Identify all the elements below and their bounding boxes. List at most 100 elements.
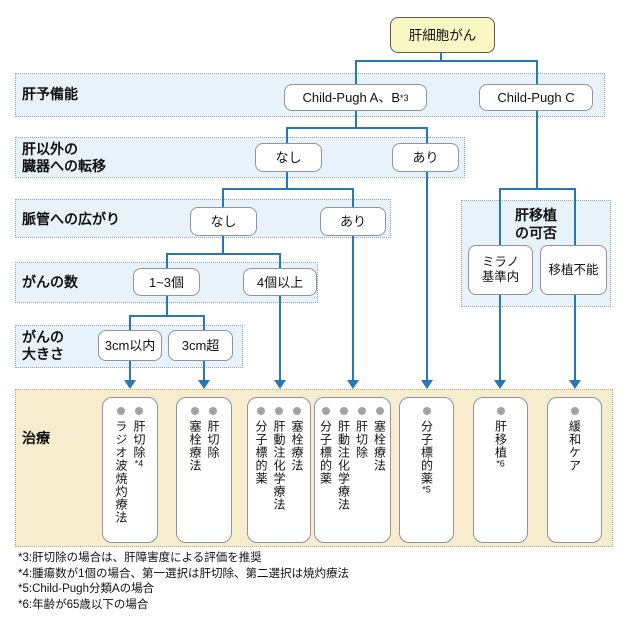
treatment-option-text: ラジオ波焼灼療法 [114,420,128,524]
footnotes: *3:肝切除の場合は、肝障害度による評価を推奨 *4:腫瘍数が1個の場合、第一選… [18,551,349,613]
node-size-under3cm: 3cm以内 [98,330,162,361]
arrow-down-icon [124,380,136,389]
node-transplant-impossible: 移植不能 [540,245,607,295]
treatment-option: 塞栓療法 [372,407,387,542]
connector-line [286,172,288,189]
bullet-dot-icon [570,407,579,415]
connector-line [536,111,538,189]
connector-line [574,188,576,245]
treatment-option-text: 分子標的薬 [254,420,268,485]
treatment-option-text: 肝切除 [206,420,220,459]
label-liver-reserve: 肝予備能 [22,86,78,102]
connector-line [222,188,224,207]
treatment-option: 肝動注化学療法 [336,407,351,542]
arrow-down-icon [569,380,581,389]
connector-line [129,315,205,317]
connector-line [286,127,288,143]
band-metastasis [15,137,465,178]
label-vascular: 脈管への広がり [22,211,120,227]
treatment-option: 肝動注化学療法 [272,407,287,542]
treatment-option-text: 肝移植 [493,420,508,459]
treatment-box-5: 分子標的薬*5 [399,397,454,543]
treatment-option: 分子標的薬 [254,407,269,542]
treatment-option: 分子標的薬 [318,407,333,542]
connector-line [355,60,538,62]
connector-line [222,188,354,190]
bullet-dot-icon [293,407,301,415]
treatment-option-text: 肝切除 [354,420,369,459]
node-milan-criteria: ミラノ 基準内 [468,245,533,295]
connector-line [574,294,576,381]
treatment-option: 肝切除 [354,407,369,542]
treatment-option-text: 分子標的薬 [419,420,434,485]
label-transplant-line1: 肝移植 [515,207,557,223]
connector-line [499,188,501,245]
label-tumor-size: がんの 大きさ [22,329,64,363]
label-transplant-eligibility: 肝移植 の可否 [461,206,611,242]
footnote-4: *4:腫瘍数が1個の場合、第一選択は肝切除、第二選択は焼灼療法 [18,567,349,580]
connector-line [355,111,357,128]
treatment-option: ラジオ波焼灼療法 [114,407,129,542]
connector-line [203,315,205,330]
treatment-option: 分子標的薬*5 [419,407,434,542]
node-metastasis-no: なし [255,143,322,172]
treatment-option: 塞栓療法 [290,407,305,542]
node-milan-line2: 基準内 [481,270,520,284]
connector-line [352,235,354,381]
connector-line [279,253,281,268]
connector-line [203,360,205,381]
label-tumor-size-line2: 大きさ [22,346,64,362]
node-metastasis-yes: あり [392,143,459,172]
arrow-down-icon [494,380,506,389]
connector-line [129,360,131,381]
bullet-dot-icon [375,407,384,415]
connector-line [499,188,576,190]
label-tumor-count: がんの数 [22,274,78,290]
treatment-option-footmark: *6 [496,459,505,468]
treatment-option: 塞栓療法 [188,407,203,542]
footnote-3: *3:肝切除の場合は、肝障害度による評価を推奨 [18,552,262,564]
bullet-dot-icon [422,407,431,415]
label-transplant-line2: の可否 [515,225,557,241]
node-vascular-yes: あり [320,207,386,236]
connector-line [352,188,354,207]
bullet-dot-icon [357,407,366,415]
bullet-dot-icon [496,407,505,415]
bullet-dot-icon [321,407,330,415]
treatment-option: 緩和ケア [567,407,582,542]
treatment-option: 肝切除*4 [132,407,147,542]
arrow-down-icon [347,380,359,389]
treatment-box-7: 緩和ケア [547,397,602,543]
treatment-option-text: 塞栓療法 [372,420,387,472]
treatment-box-1: 肝切除*4 ラジオ波焼灼療法 [102,397,158,543]
connector-line [166,295,168,316]
treatment-option-text: 塞栓療法 [188,420,202,472]
connector-line [129,315,131,330]
node-child-pugh-ab-text: Child-Pugh A、B [302,90,401,105]
treatment-option-text: 肝切除 [132,420,146,459]
footnote-5: *5:Child-Pugh分類Aの場合 [18,583,155,595]
label-treatment: 治療 [22,430,50,446]
connector-line [166,253,281,255]
bullet-dot-icon [257,407,265,415]
bullet-dot-icon [135,407,143,415]
bullet-dot-icon [339,407,348,415]
bullet-dot-icon [191,407,199,415]
treatment-option: 肝切除 [206,407,221,542]
connector-line [536,60,538,84]
label-metastasis: 肝以外の 臓器への転移 [22,141,106,175]
label-tumor-size-line1: がんの [22,329,64,345]
connector-line [499,294,501,381]
treatment-option-text: 塞栓療法 [290,420,304,472]
treatment-box-6: 肝移植*6 [473,397,528,543]
footnote-6: *6:年齢が65歳以下の場合 [18,598,149,611]
connector-line [440,53,442,61]
arrow-down-icon [274,380,286,389]
bullet-dot-icon [209,407,217,415]
bullet-dot-icon [275,407,283,415]
treatment-box-4: 塞栓療法 肝切除 肝動注化学療法 分子標的薬 [314,397,391,543]
treatment-option: 肝移植*6 [493,407,508,542]
node-count-1to3: 1~3個 [133,268,200,296]
label-metastasis-line2: 臓器への転移 [22,158,106,174]
